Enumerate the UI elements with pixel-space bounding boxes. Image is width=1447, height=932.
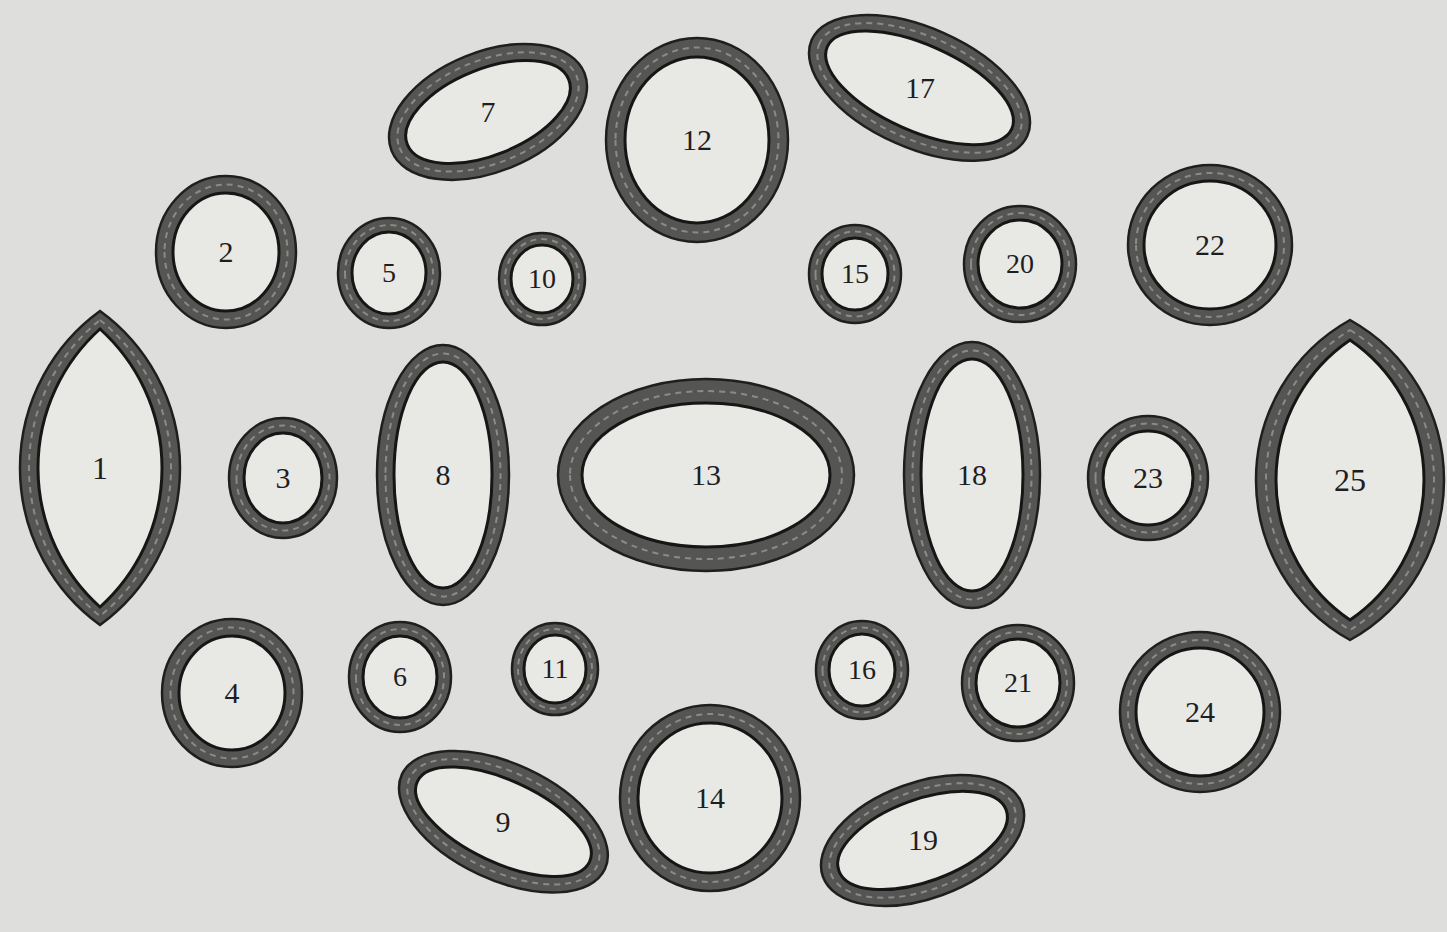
ring-number: 20 bbox=[1003, 248, 1037, 280]
ring-outline: 21 bbox=[958, 621, 1078, 745]
ring-outline: 7 bbox=[385, 40, 591, 184]
ring-outline: 19 bbox=[817, 771, 1028, 910]
ring-number: 19 bbox=[905, 823, 941, 857]
ring-number: 1 bbox=[89, 450, 111, 486]
ring-outline: 10 bbox=[495, 229, 589, 329]
ring-number: 5 bbox=[379, 257, 399, 289]
ring-outline: 8 bbox=[373, 341, 513, 609]
ring-number: 3 bbox=[273, 461, 294, 495]
ring-number: 12 bbox=[679, 123, 715, 157]
ring-outline: 9 bbox=[395, 747, 612, 896]
ring-number: 2 bbox=[216, 235, 237, 269]
ring-outline: 2 bbox=[152, 172, 300, 332]
ring-number: 14 bbox=[692, 781, 728, 815]
ring-outline: 23 bbox=[1084, 412, 1212, 544]
ring-number: 22 bbox=[1192, 228, 1228, 262]
ring-number: 21 bbox=[1001, 667, 1035, 699]
ring-outline: 15 bbox=[805, 221, 905, 327]
ring-number: 10 bbox=[525, 263, 559, 295]
ring-outline: 5 bbox=[334, 214, 444, 332]
ring-number: 25 bbox=[1331, 462, 1369, 498]
ring-outline: 3 bbox=[225, 414, 341, 542]
ring-number: 8 bbox=[433, 458, 454, 492]
ring-outline: 22 bbox=[1124, 161, 1296, 329]
ring-outline: 18 bbox=[900, 338, 1044, 612]
ring-number: 7 bbox=[477, 95, 498, 129]
ring-number: 6 bbox=[390, 661, 410, 693]
ring-outline: 1 bbox=[16, 307, 184, 629]
ring-number: 16 bbox=[845, 654, 879, 686]
ring-outline: 25 bbox=[1252, 316, 1447, 644]
ring-number: 23 bbox=[1130, 461, 1166, 495]
ring-outline: 4 bbox=[158, 615, 306, 771]
ring-outline: 16 bbox=[812, 617, 912, 723]
ring-number: 17 bbox=[902, 71, 938, 105]
ring-outline: 14 bbox=[616, 701, 804, 895]
ring-outline: 13 bbox=[554, 375, 858, 575]
ring-number: 9 bbox=[492, 805, 513, 839]
ring-number: 4 bbox=[222, 676, 243, 710]
ring-number: 13 bbox=[688, 458, 724, 492]
ring-outline: 24 bbox=[1116, 628, 1284, 796]
ring-outline: 6 bbox=[345, 618, 455, 736]
ring-outline: 17 bbox=[805, 11, 1034, 165]
ring-outline: 12 bbox=[602, 34, 792, 246]
ring-number: 15 bbox=[838, 258, 872, 290]
ring-number: 24 bbox=[1182, 695, 1218, 729]
ring-number: 18 bbox=[954, 458, 990, 492]
ring-number: 11 bbox=[539, 653, 572, 685]
ring-outline: 20 bbox=[960, 202, 1080, 326]
ring-outline: 11 bbox=[508, 619, 602, 719]
